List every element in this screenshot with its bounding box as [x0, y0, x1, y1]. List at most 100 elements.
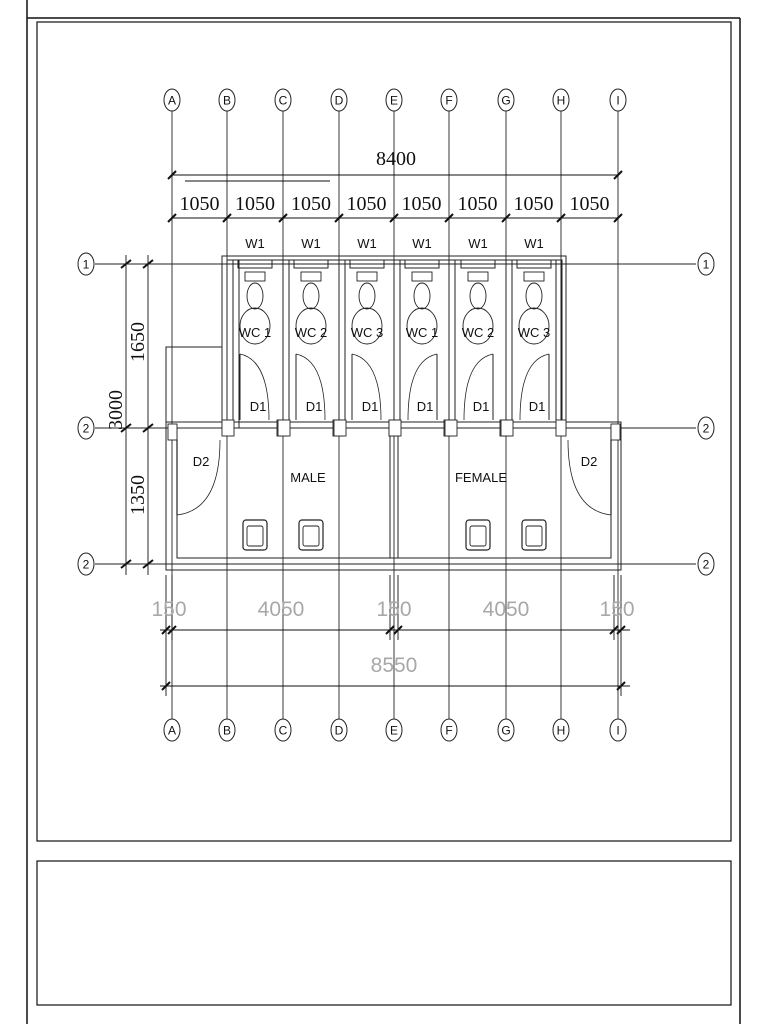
- toilet-bowl-4: [469, 282, 487, 310]
- dim-bottom-part-2: 150: [376, 598, 411, 621]
- grid-bubble-left-0-label: 1: [83, 258, 90, 272]
- grid-bubble-top-F: F: [440, 88, 458, 112]
- toilet-seat-4: [462, 307, 494, 345]
- dim-bay-top-0: 1050: [180, 193, 220, 215]
- dim-bay-top-3: 1050: [347, 193, 387, 215]
- grid-bubble-top-G: G: [497, 88, 515, 112]
- tick-left-inner-2: [142, 559, 154, 569]
- main-door-swing-left: [176, 439, 221, 516]
- window-label-2: W1: [357, 236, 377, 251]
- window-label-3: W1: [412, 236, 432, 251]
- grid-bubble-top-A-label: A: [168, 94, 176, 108]
- wc-label-1: WC 2: [295, 325, 328, 340]
- title-block-frame: [36, 860, 732, 1006]
- grid-bubble-bottom-C-label: C: [279, 724, 288, 738]
- stall-partitions: [232, 259, 563, 429]
- grid-bubble-bottom-I: I: [609, 718, 627, 742]
- tick-bottom-4: [609, 625, 619, 635]
- tick-top-bay-7: [556, 213, 566, 223]
- tick-bottom-0: [161, 625, 171, 635]
- grid-bubble-top-F-label: F: [445, 94, 452, 108]
- room-label-male: MALE: [290, 470, 326, 485]
- window-label-1: W1: [301, 236, 321, 251]
- tick-top-bay-2: [278, 213, 288, 223]
- grid-bubble-top-E-label: E: [390, 94, 398, 108]
- wc-label-4: WC 2: [462, 325, 495, 340]
- tick-left-inner-1: [142, 423, 154, 433]
- partition-3: [393, 259, 401, 429]
- wash-basin-1: [298, 519, 324, 551]
- grid-bubble-bottom-B: B: [218, 718, 236, 742]
- grid-bubble-bottom-G-label: G: [501, 724, 510, 738]
- wc-label-0: WC 1: [239, 325, 272, 340]
- grid-bubble-left-1: 2: [77, 416, 95, 440]
- left-dimensions: [125, 255, 149, 575]
- door-swing-1: [295, 353, 326, 421]
- dim-bay-top-5: 1050: [458, 193, 498, 215]
- toilet-cistern-1: [300, 271, 322, 282]
- top-dimensions: [172, 174, 619, 219]
- toilet-seat-1: [295, 307, 327, 345]
- dim-bay-top-6: 1050: [514, 193, 554, 215]
- door-swing-3: [407, 353, 438, 421]
- tick-top-bay-0: [167, 213, 177, 223]
- dim-bay-top-1: 1050: [235, 193, 275, 215]
- room-label-female: FEMALE: [455, 470, 507, 485]
- grid-bubble-bottom-I-label: I: [616, 724, 619, 738]
- grid-bubble-top-I-label: I: [616, 94, 619, 108]
- grid-bubble-bottom-C: C: [274, 718, 292, 742]
- toilet-cistern-5: [523, 271, 545, 282]
- grid-bubble-bottom-H: H: [552, 718, 570, 742]
- door-label-0: D1: [250, 399, 267, 414]
- toilet-bowl-5: [525, 282, 543, 310]
- left-dimension-ticks: [120, 259, 154, 569]
- tick-left-inner-0: [142, 259, 154, 269]
- grid-bubble-top-D: D: [330, 88, 348, 112]
- tick-bottom-total-1: [616, 681, 626, 691]
- dim-bottom-part-1: 4050: [258, 598, 305, 621]
- main-door-swing-right: [567, 439, 612, 516]
- building-plan: [165, 255, 622, 571]
- toilet-bowl-3: [413, 282, 431, 310]
- sheet-frame: [26, 0, 741, 1024]
- main-door-label-left: D2: [193, 454, 210, 469]
- tick-top-overall-0: [167, 170, 177, 180]
- dim-left-total: 3000: [105, 390, 127, 430]
- wc-label-2: WC 3: [351, 325, 384, 340]
- grid-bubble-top-G-label: G: [501, 94, 510, 108]
- grid-bubble-bottom-F: F: [440, 718, 458, 742]
- tick-top-bay-1: [222, 213, 232, 223]
- grid-bubble-bottom-D: D: [330, 718, 348, 742]
- door-label-2: D1: [362, 399, 379, 414]
- wc-label-3: WC 1: [406, 325, 439, 340]
- grid-bubble-top-E: E: [385, 88, 403, 112]
- dim-bottom-part-3: 4050: [483, 598, 530, 621]
- toilet-cistern-3: [411, 271, 433, 282]
- grid-bubble-top-C-label: C: [279, 94, 288, 108]
- door-label-4: D1: [473, 399, 490, 414]
- wash-basins: [242, 519, 547, 551]
- wash-basin-2: [465, 519, 491, 551]
- window-label-4: W1: [468, 236, 488, 251]
- toilet-cistern-0: [244, 271, 266, 282]
- dim-left-upper: 1650: [127, 322, 149, 362]
- dim-left-lower: 1350: [127, 475, 149, 515]
- grid-bubble-bottom-H-label: H: [557, 724, 566, 738]
- toilet-seat-0: [239, 307, 271, 345]
- dim-bottom-total: 8550: [371, 654, 418, 677]
- door-label-5: D1: [529, 399, 546, 414]
- grid-bubble-top-B-label: B: [223, 94, 231, 108]
- grid-bubble-bottom-B-label: B: [223, 724, 231, 738]
- tick-top-bay-5: [444, 213, 454, 223]
- dim-overall-top: 8400: [376, 148, 416, 170]
- partition-2: [338, 259, 346, 429]
- dim-bottom-part-0: 150: [151, 598, 186, 621]
- grid-bubble-right-0-label: 1: [703, 258, 710, 272]
- grid-bubble-top-I: I: [609, 88, 627, 112]
- grid-bubble-bottom-E-label: E: [390, 724, 398, 738]
